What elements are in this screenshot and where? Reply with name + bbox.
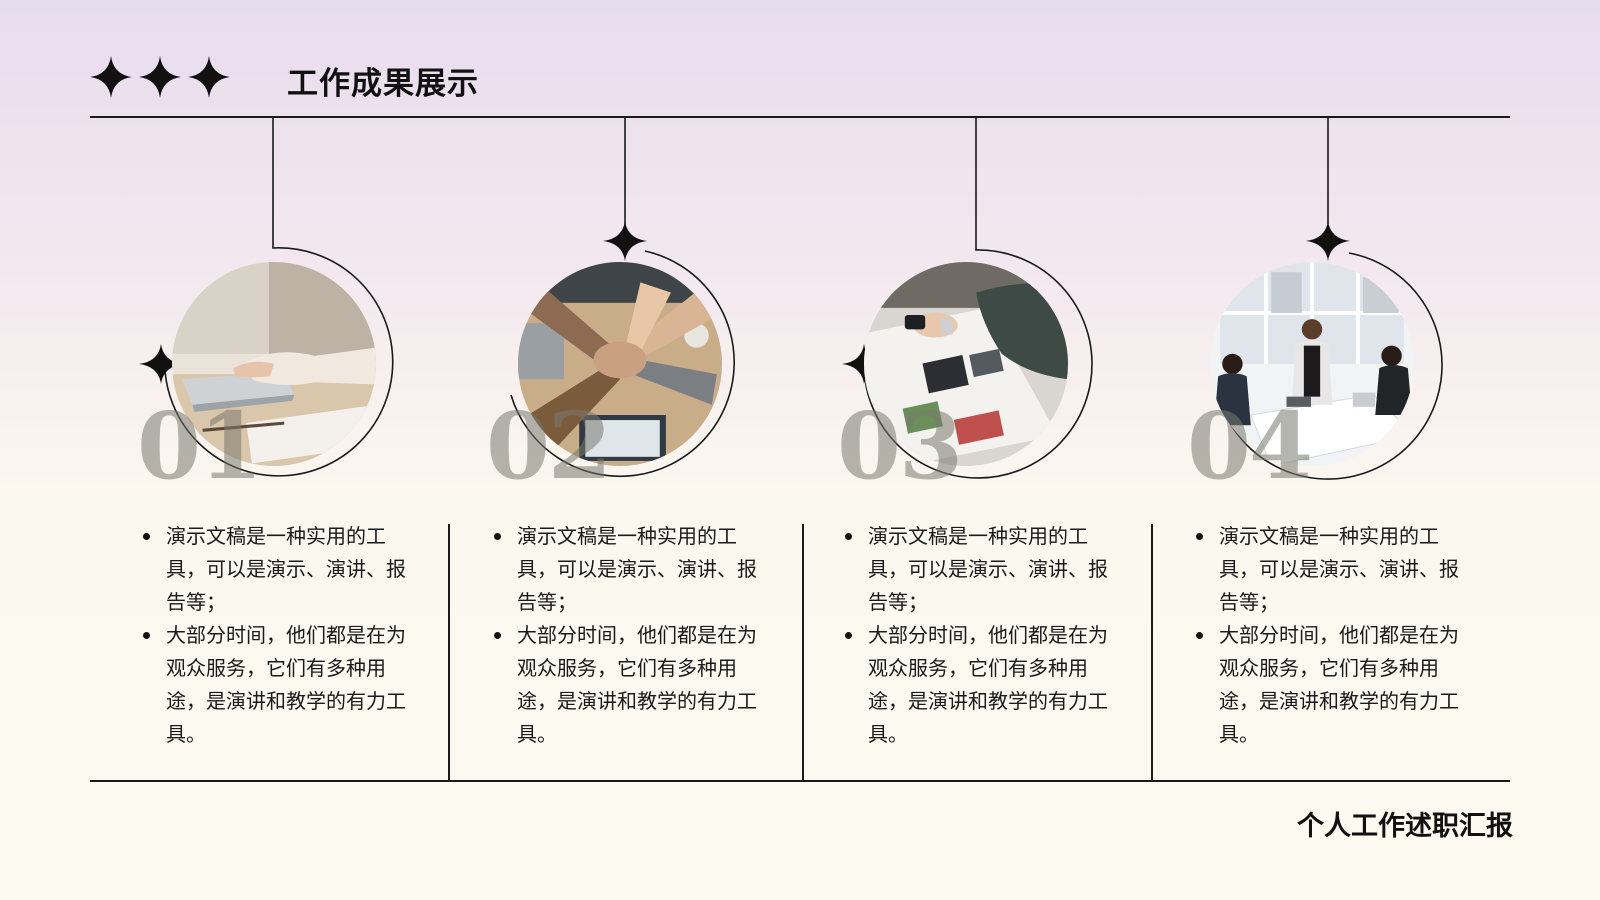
- page-title: 工作成果展示: [287, 66, 479, 102]
- item-number: 02: [486, 392, 612, 500]
- top-divider: [90, 116, 1510, 118]
- bullet-item: 大部分时间，他们都是在为观众服务，它们有多种用途，是演讲和教学的有力工具。: [842, 619, 1117, 751]
- bullet-item: 大部分时间，他们都是在为观众服务，它们有多种用途，是演讲和教学的有力工具。: [140, 619, 415, 751]
- item-number: 04: [1187, 392, 1313, 500]
- photo-meeting-room: [1210, 262, 1414, 466]
- item-text-column: 演示文稿是一种实用的工具，可以是演示、演讲、报告等； 大部分时间，他们都是在为观…: [1193, 520, 1468, 751]
- column-divider: [1151, 524, 1153, 782]
- bullet-item: 大部分时间，他们都是在为观众服务，它们有多种用途，是演讲和教学的有力工具。: [1193, 619, 1468, 751]
- photo-team-hands: [518, 262, 722, 466]
- item-text-column: 演示文稿是一种实用的工具，可以是演示、演讲、报告等； 大部分时间，他们都是在为观…: [842, 520, 1117, 751]
- sparkle-icon: [603, 221, 647, 261]
- bullet-list: 演示文稿是一种实用的工具，可以是演示、演讲、报告等； 大部分时间，他们都是在为观…: [842, 520, 1117, 751]
- column-divider: [802, 524, 804, 782]
- photo-design-work: [864, 262, 1068, 466]
- bottom-divider: [90, 780, 1510, 782]
- sparkle-icon: [90, 56, 132, 98]
- bullet-list: 演示文稿是一种实用的工具，可以是演示、演讲、报告等； 大部分时间，他们都是在为观…: [140, 520, 415, 751]
- item-number: 01: [137, 392, 263, 500]
- bullet-list: 演示文稿是一种实用的工具，可以是演示、演讲、报告等； 大部分时间，他们都是在为观…: [1193, 520, 1468, 751]
- bullet-item: 大部分时间，他们都是在为观众服务，它们有多种用途，是演讲和教学的有力工具。: [491, 619, 766, 751]
- photo-laptop-typing: [172, 262, 376, 466]
- bullet-list: 演示文稿是一种实用的工具，可以是演示、演讲、报告等； 大部分时间，他们都是在为观…: [491, 520, 766, 751]
- sparkle-icon: [188, 56, 230, 98]
- sparkle-icon: [1306, 221, 1350, 261]
- item-text-column: 演示文稿是一种实用的工具，可以是演示、演讲、报告等； 大部分时间，他们都是在为观…: [140, 520, 415, 751]
- bullet-item: 演示文稿是一种实用的工具，可以是演示、演讲、报告等；: [491, 520, 766, 619]
- sparkle-icon: [139, 56, 181, 98]
- item-number: 03: [837, 392, 963, 500]
- column-divider: [448, 524, 450, 782]
- bullet-item: 演示文稿是一种实用的工具，可以是演示、演讲、报告等；: [842, 520, 1117, 619]
- sparkle-icon-group: [90, 56, 230, 98]
- bullet-item: 演示文稿是一种实用的工具，可以是演示、演讲、报告等；: [140, 520, 415, 619]
- bullet-item: 演示文稿是一种实用的工具，可以是演示、演讲、报告等；: [1193, 520, 1468, 619]
- item-text-column: 演示文稿是一种实用的工具，可以是演示、演讲、报告等； 大部分时间，他们都是在为观…: [491, 520, 766, 751]
- footer-title: 个人工作述职汇报: [1297, 811, 1513, 842]
